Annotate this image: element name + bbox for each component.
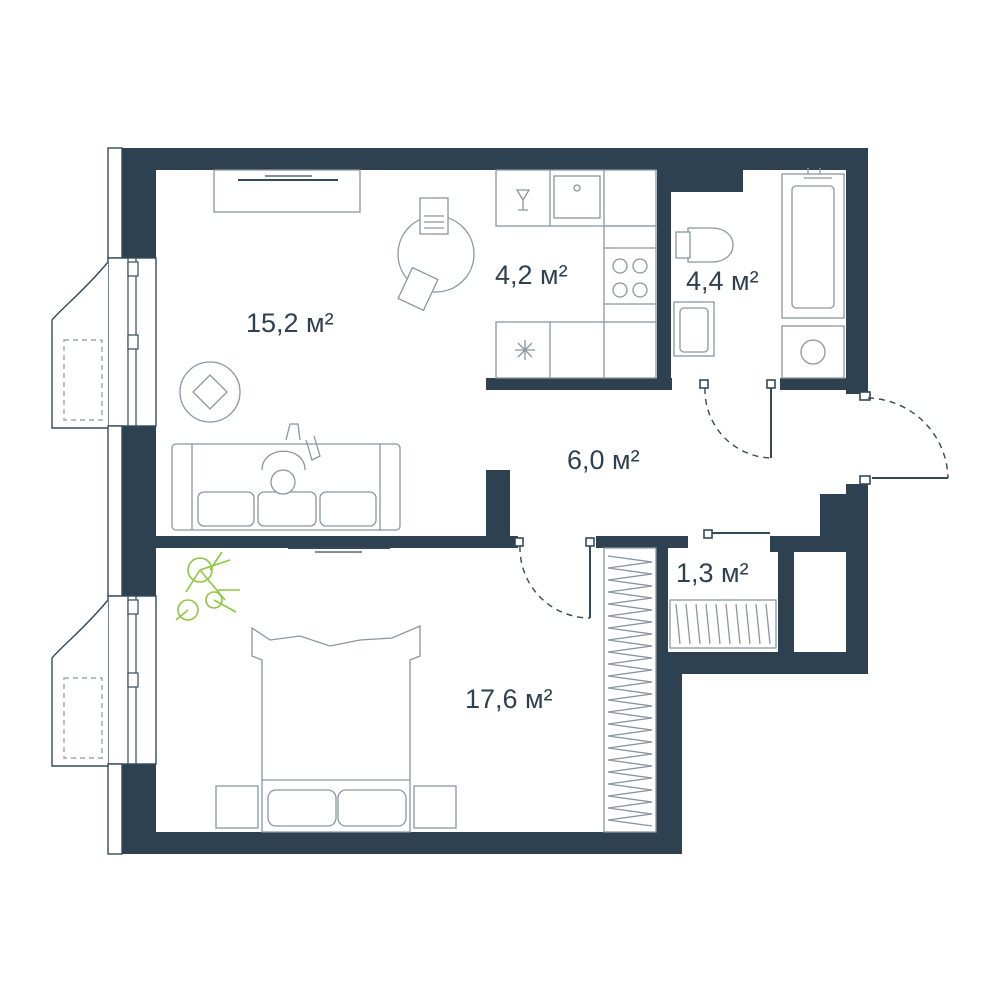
wall-bath-nook-a [671, 170, 743, 192]
windows [51, 147, 157, 855]
wall-storage-left [656, 548, 668, 654]
wine-glass-icon [515, 189, 531, 211]
plant-icon [175, 551, 240, 621]
wall-shaft-left [778, 536, 794, 666]
wall-wardrobe-top [596, 536, 688, 548]
window-strip-bottom [107, 763, 123, 855]
sink-icon [553, 175, 601, 219]
wall-right-lower [846, 484, 868, 674]
chair-icon [397, 266, 439, 312]
nightstand [215, 785, 259, 829]
window-strip-top [107, 147, 123, 259]
area-storage: 1,3 м² [676, 558, 749, 588]
dishwasher-icon [515, 340, 535, 360]
wall-right-upper [846, 148, 868, 394]
wall-top [120, 148, 868, 170]
area-kitchen: 4,2 м² [495, 260, 568, 290]
area-bedroom: 17,6 м² [465, 684, 553, 714]
cooktop-icon [612, 258, 648, 298]
area-bathroom: 4,4 м² [686, 266, 759, 296]
living-furniture [171, 169, 475, 553]
window-strip-mid [107, 425, 123, 597]
wall-column-a [820, 494, 846, 552]
wall-bottom [120, 832, 682, 854]
bedroom-furniture [175, 551, 457, 833]
pillow [267, 789, 337, 827]
area-hallway: 6,0 м² [567, 445, 640, 475]
area-living-room: 15,2 м² [246, 308, 334, 338]
wall-step-vertical [656, 652, 682, 854]
wall-bath-bottom [780, 378, 846, 390]
balcony-bedroom [51, 599, 109, 767]
storage-units [603, 547, 777, 833]
wall-bath-nook-b [733, 170, 743, 192]
doors [514, 379, 949, 619]
wall-kitchen-bath [657, 170, 671, 390]
ottoman [179, 361, 241, 423]
wall-kitchen-bottom [486, 378, 672, 390]
area-labels: 15,2 м² 4,2 м² 4,4 м² 6,0 м² 1,3 м² 17,6… [246, 260, 759, 714]
wall-living-bedroom [156, 536, 518, 548]
balcony-living [51, 261, 109, 429]
bathroom-fixtures [673, 168, 845, 379]
kitchen-units [495, 169, 657, 379]
wall-step-bottom [656, 652, 868, 674]
tv-stand [213, 169, 361, 213]
toilet-icon [687, 227, 734, 263]
person-icon [270, 469, 296, 495]
pillow [337, 789, 407, 827]
bathtub [781, 173, 845, 319]
washing-machine [781, 325, 845, 379]
nightstand [413, 785, 457, 829]
wall-hall-stub [486, 470, 510, 548]
